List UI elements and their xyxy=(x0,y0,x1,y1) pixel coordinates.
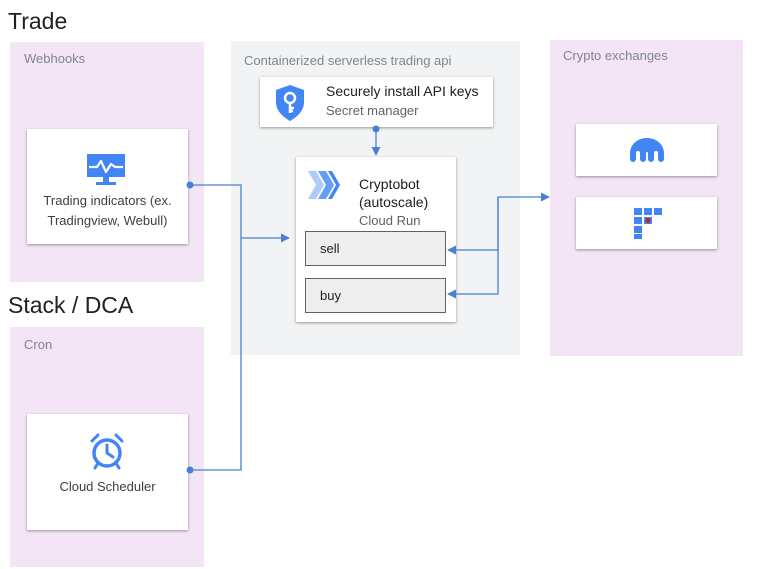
ftx-logo-icon xyxy=(633,207,663,239)
cryptobot-title-line2: (autoscale) xyxy=(359,194,429,210)
exchange-ftx-node[interactable] xyxy=(576,197,717,249)
buy-function[interactable]: buy xyxy=(305,278,446,313)
section-heading-trade: Trade xyxy=(8,8,68,34)
cloud-scheduler-label: Cloud Scheduler xyxy=(59,479,156,494)
cloud-run-icon xyxy=(306,169,344,201)
sell-function-label: sell xyxy=(320,241,340,256)
kraken-logo-icon xyxy=(627,135,667,165)
cryptobot-title-line1: Cryptobot xyxy=(359,176,420,192)
alarm-clock-icon xyxy=(89,432,125,470)
webhooks-group-label: Webhooks xyxy=(24,51,86,66)
secret-manager-node[interactable]: Securely install API keys Secret manager xyxy=(260,77,493,127)
monitor-chart-icon xyxy=(85,153,127,187)
trading-indicators-label-line1: Trading indicators (ex. xyxy=(43,193,172,208)
cron-group-label: Cron xyxy=(24,337,53,352)
trading-indicators-node[interactable]: Trading indicators (ex. Tradingview, Web… xyxy=(27,129,188,244)
container-group-label: Containerized serverless trading api xyxy=(244,53,452,68)
sell-function[interactable]: sell xyxy=(305,231,446,266)
secret-manager-title: Securely install API keys xyxy=(326,83,479,99)
cryptobot-subtitle: Cloud Run xyxy=(359,213,421,228)
buy-function-label: buy xyxy=(320,288,341,303)
cloud-scheduler-node[interactable]: Cloud Scheduler xyxy=(27,414,188,530)
exchanges-group-label: Crypto exchanges xyxy=(563,48,668,63)
section-heading-stack-dca: Stack / DCA xyxy=(8,292,134,318)
trading-indicators-label-line2: Tradingview, Webull) xyxy=(47,213,168,228)
key-shield-icon xyxy=(274,84,306,122)
exchange-kraken-node[interactable] xyxy=(576,124,717,176)
secret-manager-subtitle: Secret manager xyxy=(326,103,419,118)
